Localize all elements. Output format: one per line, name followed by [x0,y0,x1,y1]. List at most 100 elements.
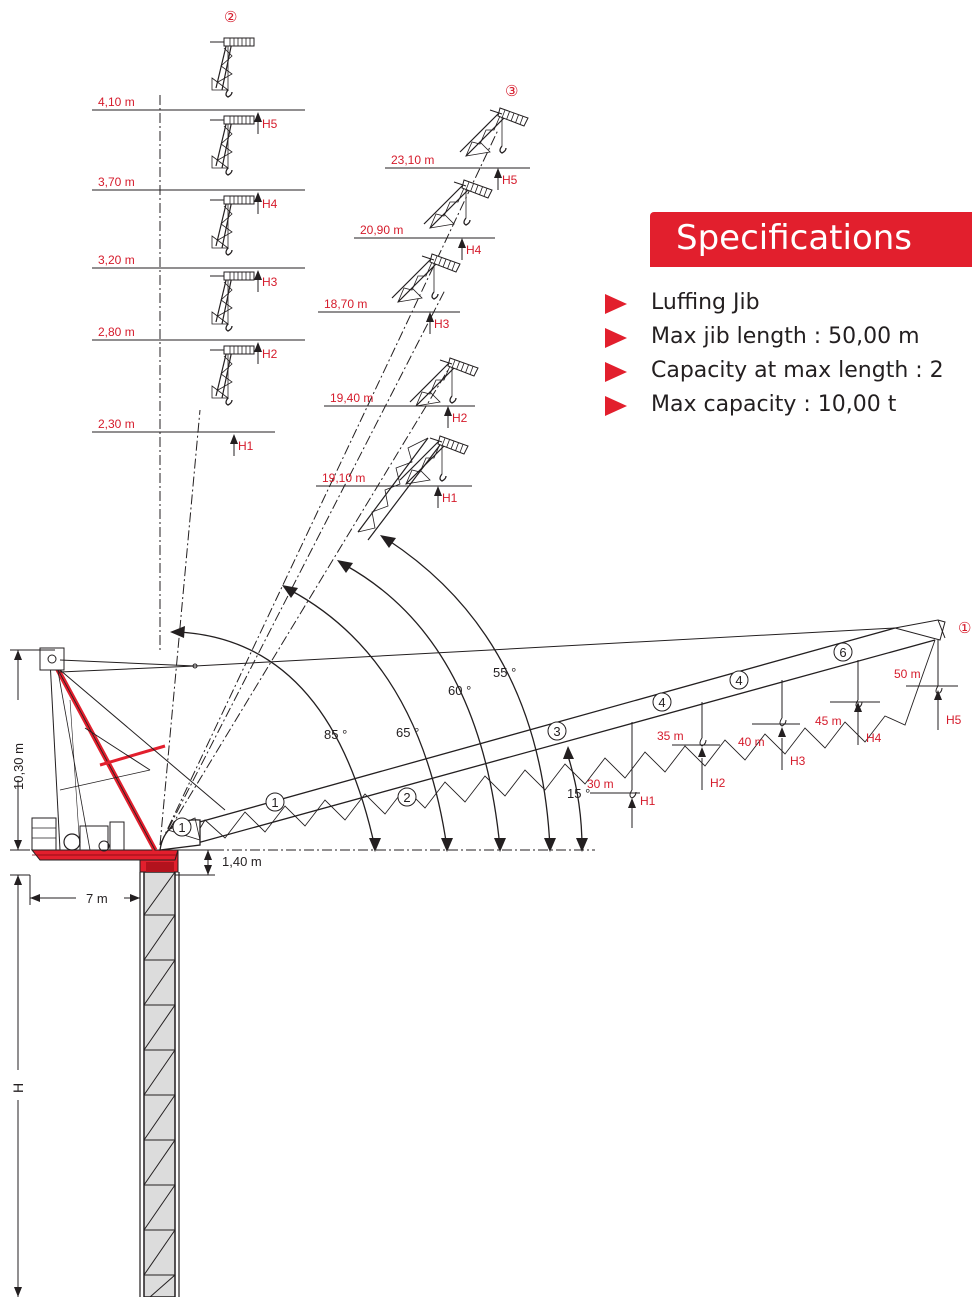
height-h1-label: H1 [640,794,656,808]
radius-30-label: 30 m [587,777,614,791]
spec-item: Max jib length : 50,00 m [605,324,944,358]
spec-item-text: Max jib length : 50,00 m [651,324,920,349]
mid-jib-icon-5 [399,435,469,485]
radius-45-label: 45 m [815,714,842,728]
top-height-label: 10,30 m [11,743,26,790]
radius-label: 4,10 m [98,95,135,109]
height-h2-label: H2 [710,776,726,790]
vertical-jib-icon-1 [210,37,255,98]
slew-height-label: 1,40 m [222,854,262,869]
height-h3-label: H3 [790,754,806,768]
svg-text:1: 1 [271,795,278,810]
angle-arcs [177,539,583,849]
mid-dim-row-2: 20,90 mH4 [354,223,495,260]
dimension-arrowheads [14,650,212,1297]
vertical-jib-icon-4 [210,271,255,332]
specifications-list: Luffing Jib Max jib length : 50,00 m Cap… [605,290,944,426]
svg-text:4: 4 [658,695,665,710]
spec-item: Luffing Jib [605,290,944,324]
spec-item-text: Luffing Jib [651,290,760,315]
triangle-bullet-icon [605,294,627,314]
label-mask-top [10,700,26,780]
horizontal-arrowheads [628,690,942,808]
section-6: 6 [833,642,853,662]
config-marker-3: ③ [505,83,518,100]
spec-item-text: Capacity at max length : 2 [651,358,944,383]
radius-label: 2,30 m [98,417,135,431]
a-frame [39,647,166,852]
vertical-dim-row-4: 2,80 m H2 [92,325,305,364]
section-4-a: 4 [652,692,672,712]
mid-jib-icon-3 [391,253,461,303]
mid-dim-row-3: 18,70 m H3 [318,297,460,334]
angle-arrowheads [170,535,588,852]
radius-35-label: 35 m [657,729,684,743]
angle-15-label: 15 ° [567,786,590,801]
tower-height-label: H [10,1083,26,1093]
height-label: H5 [502,173,518,187]
horizontal-dim-lines [590,685,958,828]
radius-50-label: 50 m [894,667,921,681]
triangle-bullet-icon [605,362,627,382]
svg-text:2: 2 [403,790,410,805]
spec-item: Max capacity : 10,00 t [605,392,944,426]
triangle-bullet-icon [605,328,627,348]
radius-label: 20,90 m [360,223,403,237]
radius-label: 19,10 m [322,471,365,485]
specifications-banner: Specifications [650,212,972,267]
mid-jib-icon-2 [423,179,493,229]
section-1-a: 1 [172,817,192,837]
angle-55-label: 55 ° [493,665,516,680]
section-4-b: 4 [729,670,749,690]
tower [139,871,180,1298]
angle-85-label: 85 ° [324,727,347,742]
vertical-config-stack: 4,10 m H5 3,70 m H4 3,20 m H3 2,80 m H2 2,30 m H1 [92,37,305,456]
pendant-lines [59,627,896,811]
dimension-labels: 10,30 m H 1,40 m 7 m [10,743,262,1093]
svg-text:6: 6 [839,645,846,660]
height-label: H1 [238,439,254,453]
vertical-dim-row-5: 2,30 m H1 [92,417,275,456]
height-h4-label: H4 [866,731,882,745]
height-label: H3 [262,275,278,289]
angle-65-label: 65 ° [396,725,419,740]
triangle-bullet-icon [605,396,627,416]
radius-label: 18,70 m [324,297,367,311]
angle-lines [159,129,595,851]
svg-text:1: 1 [178,820,185,835]
spec-item: Capacity at max length : 2 [605,358,944,392]
config-marker-2: ② [224,9,237,26]
height-label: H2 [262,347,278,361]
height-h5-label: H5 [946,713,962,727]
config-marker-1: ① [958,620,971,637]
spec-item-text: Max capacity : 10,00 t [651,392,897,417]
radius-label: 2,80 m [98,325,135,339]
radius-40-label: 40 m [738,735,765,749]
section-numbers: 1 1 2 3 4 4 6 [172,642,853,837]
radius-label: 3,70 m [98,175,135,189]
mid-dim-row-5: 19,10 m H1 [316,471,472,508]
height-label: H1 [442,491,458,505]
vertical-jib-icon-2 [210,115,255,176]
height-label: H4 [262,197,278,211]
height-label: H5 [262,117,278,131]
config-markers: ② ③ ① [224,9,971,637]
radius-label: 3,20 m [98,253,135,267]
section-2: 2 [397,787,417,807]
radius-label: 19,40 m [330,391,373,405]
counter-jib [30,817,179,861]
mid-config-stack: 23,10 m H5 20,90 mH4 18,70 m H3 19,40 mH2 19,1… [316,107,530,508]
angle-labels: 85 ° 65 ° 60 ° 55 ° 15 ° [324,665,590,801]
mid-dim-row-4: 19,40 mH2 [324,391,475,428]
svg-text:3: 3 [553,724,560,739]
horizontal-hooks [629,640,943,799]
radius-label: 23,10 m [391,153,434,167]
vertical-jib-icon-5 [210,345,255,406]
label-mask-h [10,1070,26,1100]
height-label: H3 [434,317,450,331]
counter-jib-length-label: 7 m [86,891,108,906]
mid-jib-icon-1 [459,107,529,157]
label-mask-7m [76,890,124,906]
